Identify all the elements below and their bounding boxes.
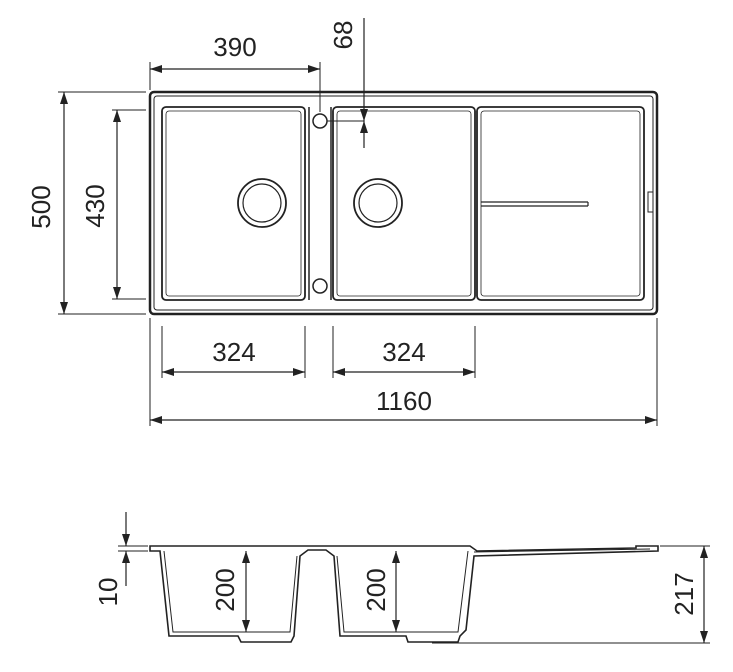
faucet-hole [312,113,328,129]
dim-324-1-label: 324 [212,337,255,367]
dim-324-2-label: 324 [382,337,425,367]
sink-outline [148,90,659,316]
dim-217-label: 217 [669,572,699,615]
bowl-2-profile-inner [336,550,469,633]
bowl-1-drain [237,178,287,228]
bowl-2-drain [353,178,403,228]
dim-430-label: 430 [80,184,110,227]
dim-200-2-label: 200 [361,568,391,611]
bowl-1-drain-inner [242,183,282,223]
dim-390-label: 390 [213,32,256,62]
bowl-1-inner [165,110,302,297]
dim-500-label: 500 [26,185,56,228]
sink-outline-inner [153,95,654,311]
drainboard-profile-inner [473,548,651,553]
overflow-hole [312,278,328,294]
drainboard-inner [480,110,641,297]
dim-10-label: 10 [93,578,123,607]
bowl-2-drain-inner [358,183,398,223]
dim-68-label: 68 [328,21,358,50]
sink-profile [149,545,659,643]
bowl-2-inner [336,110,472,297]
bowl-1 [161,106,306,301]
side-view: 10 200 200 217 [93,512,710,644]
bowl-2 [332,106,476,301]
drainboard [476,106,645,301]
bowl-1-profile-inner [163,550,298,633]
dim-1160-label: 1160 [376,386,432,416]
overflow-slot [647,191,654,213]
top-view: 390 68 500 430 324 324 1160 [26,18,659,426]
dim-200-1-label: 200 [210,568,240,611]
